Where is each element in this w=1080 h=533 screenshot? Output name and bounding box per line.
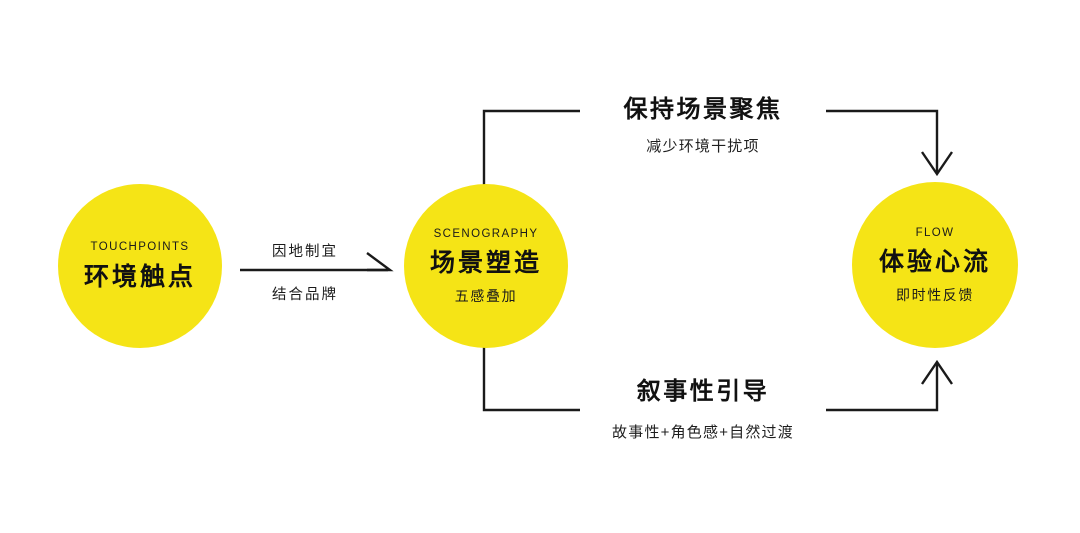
node-subtitle: 五感叠加: [454, 288, 518, 305]
bottom-path-title: 叙事性引导: [636, 378, 770, 405]
node-title: 环境触点: [83, 262, 196, 291]
node-scenography[interactable]: SCENOGRAPHY 场景塑造 五感叠加: [404, 184, 568, 348]
node-subtitle: 即时性反馈: [896, 287, 974, 304]
node-eyebrow: SCENOGRAPHY: [433, 227, 539, 240]
node-touchpoints[interactable]: TOUCHPOINTS 环境触点: [58, 184, 222, 348]
node-flow[interactable]: FLOW 体验心流 即时性反馈: [852, 182, 1018, 348]
straight-arrow-label-above: 因地制宜: [272, 244, 338, 260]
top-path-subtitle: 减少环境干扰项: [646, 138, 760, 155]
bottom-path-subtitle: 故事性+角色感+自然过渡: [612, 424, 794, 441]
node-title: 体验心流: [878, 248, 991, 277]
node-eyebrow: TOUCHPOINTS: [90, 241, 190, 254]
connector-top-path: [482, 109, 953, 200]
top-path-title: 保持场景聚焦: [623, 96, 783, 123]
node-title: 场景塑造: [429, 249, 542, 278]
connector-straight-arrow: [240, 252, 394, 272]
node-eyebrow: FLOW: [915, 226, 955, 239]
connector-bottom-path: [482, 336, 953, 412]
straight-arrow-label-below: 结合品牌: [272, 287, 338, 303]
